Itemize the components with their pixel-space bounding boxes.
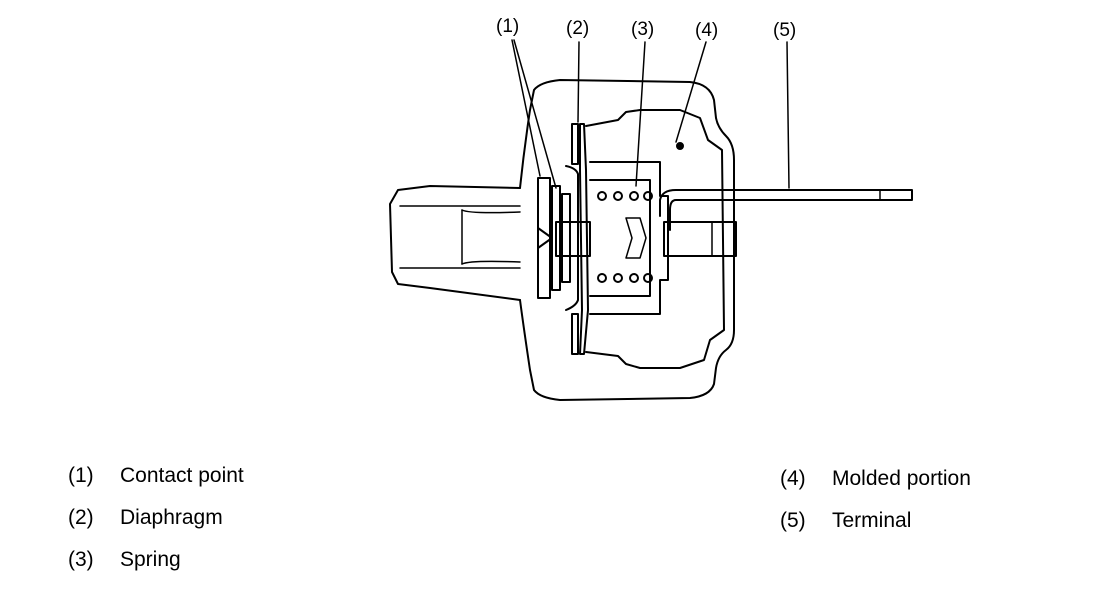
legend-marker: (1) [68,464,94,487]
callout-3-marker: (3) [631,19,655,40]
legend-item-molded-portion: (4) Molded portion [780,467,971,491]
legend-item-contact-point: (1) Contact point [68,464,244,488]
legend-marker: (4) [780,467,806,490]
legend-label: Contact point [120,464,244,487]
legend-item-spring: (3) Spring [68,548,181,572]
legend-marker: (2) [68,506,94,529]
legend-label: Spring [120,548,181,571]
molded-portion [585,109,725,369]
leader-lines [511,39,790,189]
legend-label: Diaphragm [120,506,223,529]
diaphragm [565,123,589,355]
contact-point-assembly [537,177,591,299]
terminal [659,189,913,257]
legend-item-diaphragm: (2) Diaphragm [68,506,223,530]
callout-5-marker: (5) [773,20,797,41]
legend-label: Terminal [832,509,912,532]
legend-marker: (5) [780,509,806,532]
hex-fitting [389,185,521,301]
callout-1-marker: (1) [496,16,520,37]
callout-4-marker: (4) [695,20,719,41]
legend-label: Molded portion [832,467,971,490]
callout-2-marker: (2) [566,18,590,39]
outer-housing [519,79,735,401]
legend-marker: (3) [68,548,94,571]
legend-item-terminal: (5) Terminal [780,509,911,533]
spring [589,161,669,315]
